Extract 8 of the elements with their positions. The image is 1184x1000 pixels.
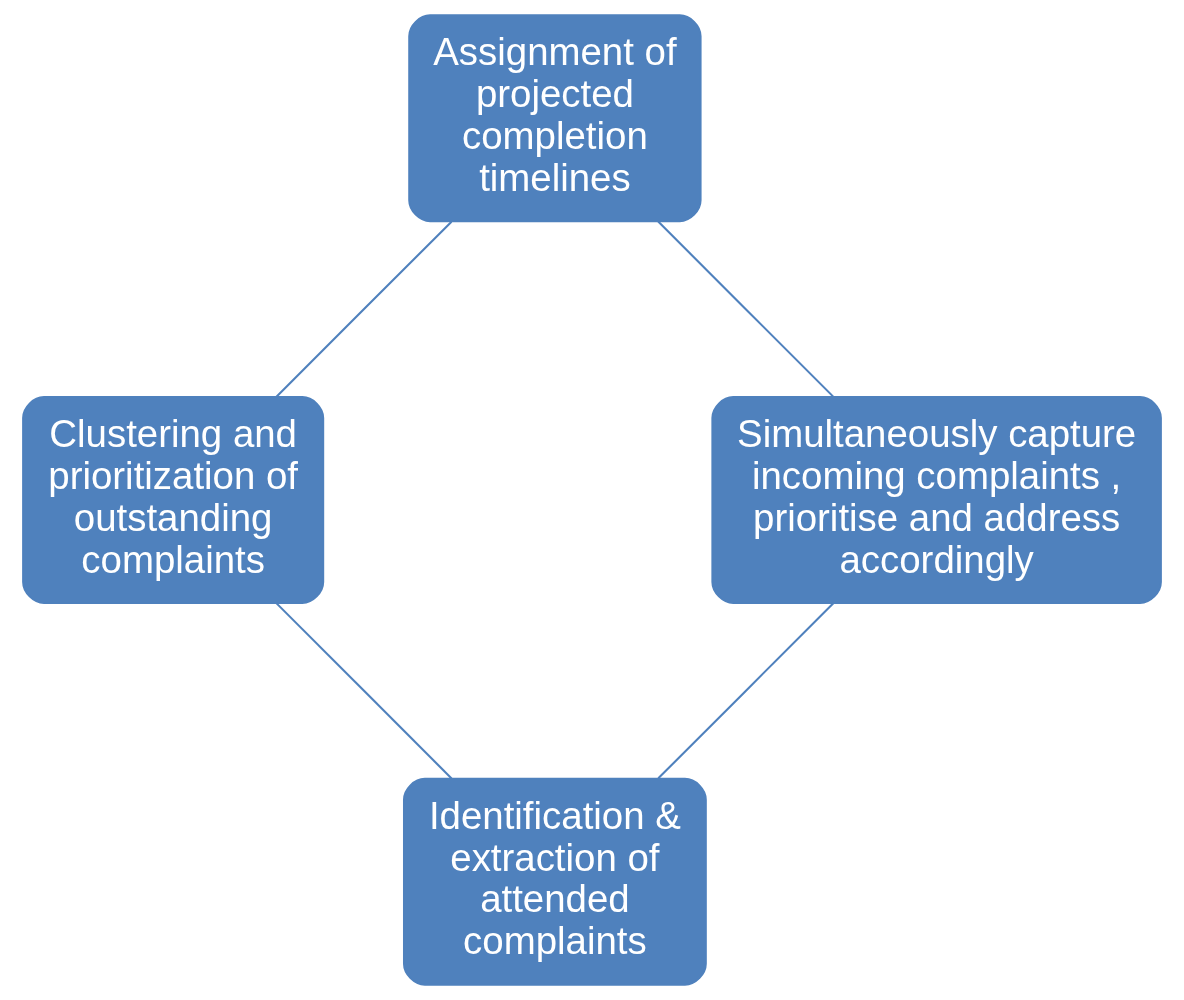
node-box: Assignment of projected completion timelines: [408, 14, 702, 223]
connector: [657, 602, 835, 780]
connector: [275, 220, 453, 398]
node-box: Identification & extraction of attended complaints: [403, 777, 707, 986]
node-box: Clustering and prioritization of outstanding complaints: [22, 396, 325, 604]
connector: [657, 220, 834, 398]
connector: [275, 602, 453, 780]
node-box: Simultaneously capture incoming complaints , prioritise and address accordingly: [711, 396, 1162, 604]
